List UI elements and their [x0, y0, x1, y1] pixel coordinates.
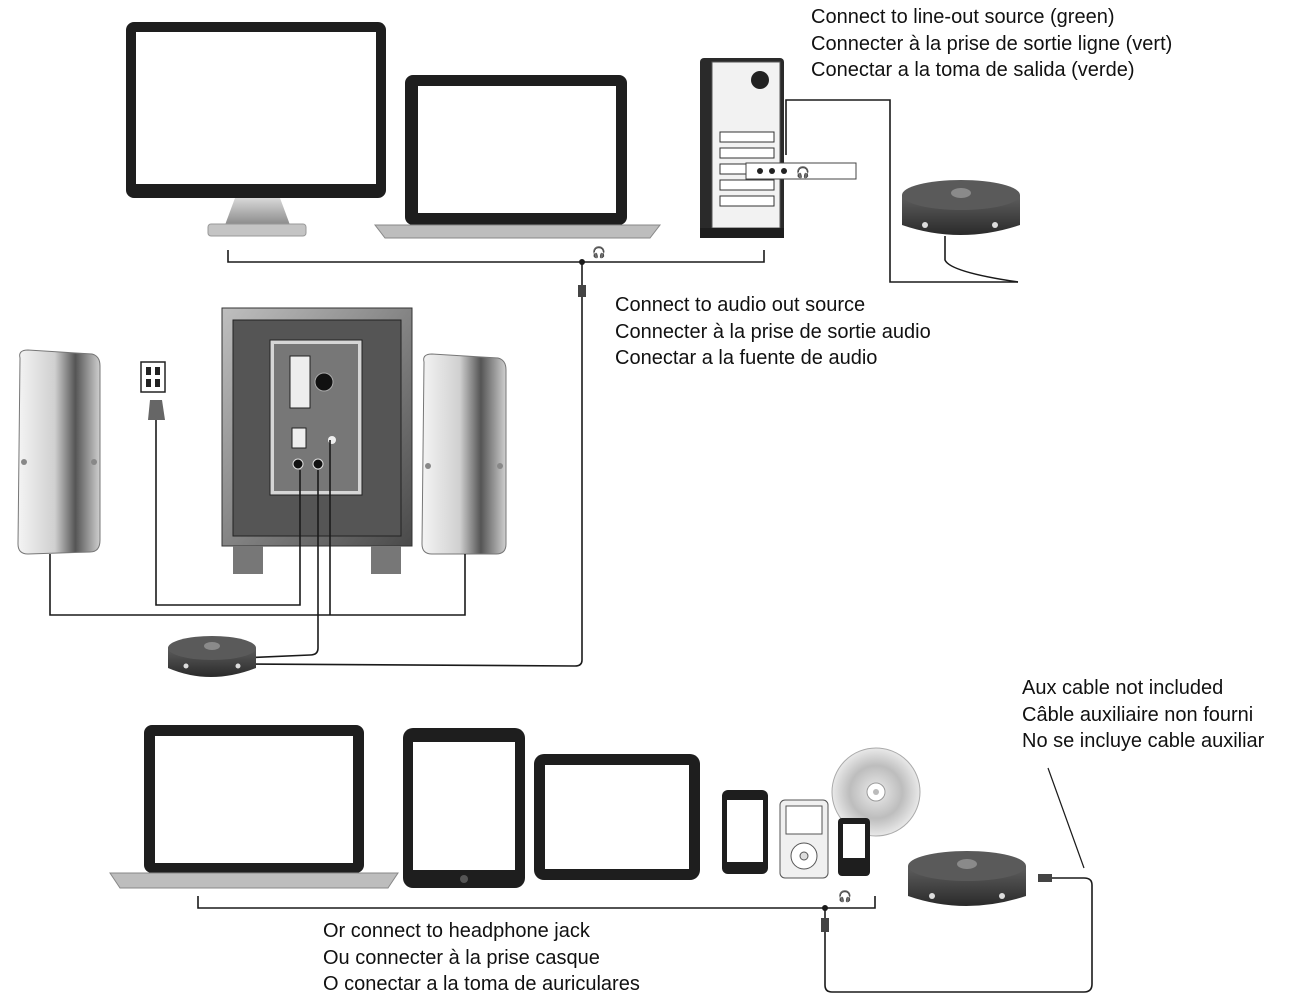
headphone-icon: 🎧 — [796, 166, 810, 179]
desktop-tower: 🎧 — [700, 58, 857, 238]
headphone-icon: 🎧 — [838, 890, 852, 903]
desktop-monitor — [126, 22, 386, 237]
cd-icon — [831, 747, 921, 837]
caption-line: Conectar a la fuente de audio — [615, 347, 878, 369]
subwoofer — [221, 307, 413, 574]
speaker-cables — [49, 297, 583, 667]
audio-out-caption: Connect to audio out source Connecter à … — [615, 292, 931, 372]
smartphone — [722, 790, 768, 874]
caption-line: Connect to audio out source — [615, 294, 866, 316]
audio-plug — [578, 285, 586, 297]
caption-line: No se incluye cable auxiliar — [1022, 730, 1265, 752]
control-pod-top — [902, 180, 1020, 235]
line-out-caption: Connect to line-out source (green) Conne… — [811, 4, 1172, 84]
caption-line: O conectar a la toma de auriculares — [323, 973, 640, 995]
source-bracket-top — [227, 99, 1019, 285]
caption-line: Conectar a la toma de salida (verde) — [811, 59, 1135, 81]
laptop-bottom — [109, 725, 399, 889]
caption-line: Aux cable not included — [1022, 677, 1224, 699]
headphone-caption: Or connect to headphone jack Ou connecte… — [323, 918, 640, 998]
aux-plug — [1038, 874, 1052, 882]
tablet-portrait — [403, 728, 525, 888]
right-satellite-speaker — [421, 353, 507, 555]
caption-line: Ou connecter à la prise casque — [323, 946, 600, 969]
caption-line: Connect to line-out source (green) — [811, 6, 1115, 28]
audio-plug — [821, 918, 829, 932]
left-satellite-speaker — [17, 349, 101, 555]
caption-line: Or connect to headphone jack — [323, 920, 590, 942]
tablet-landscape — [534, 754, 700, 880]
media-player — [838, 818, 870, 876]
headphone-icon: 🎧 — [592, 246, 606, 259]
power-outlet — [140, 361, 166, 420]
caption-line: Connecter à la prise de sortie ligne (ve… — [811, 32, 1173, 55]
control-pod-middle — [168, 636, 256, 677]
caption-line: Câble auxiliaire non fourni — [1022, 703, 1254, 726]
control-pod-bottom — [908, 851, 1026, 906]
aux-cable-caption: Aux cable not included Câble auxiliaire … — [1022, 675, 1264, 755]
laptop-top — [373, 75, 662, 239]
caption-line: Connecter à la prise de sortie audio — [615, 320, 931, 343]
mp3-player — [779, 799, 829, 879]
